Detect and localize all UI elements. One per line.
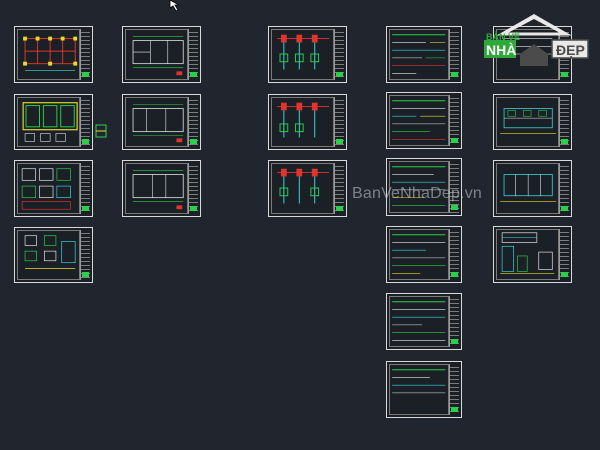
drawing-elevation-1 (500, 108, 557, 134)
sheet-column-detail-2[interactable] (268, 94, 347, 150)
drawing-reinforcement-5 (392, 301, 446, 341)
drawing-elevation-2 (500, 174, 557, 202)
sheet-reinforcement-4[interactable] (386, 226, 462, 283)
drawing-section (500, 232, 555, 274)
sheet-section[interactable] (493, 226, 572, 283)
drawing-floor-plan-2 (132, 104, 184, 143)
drawing-reinforcement-6 (392, 369, 446, 394)
sheet-elevation-2[interactable] (493, 160, 572, 217)
sheet-floor-plan-1[interactable] (122, 26, 201, 83)
sheet-column-detail-1[interactable] (268, 26, 347, 83)
drawing-structural-plan (23, 36, 78, 71)
logo-main-right: ĐẸP (556, 42, 585, 58)
drawing-floor-plan-1 (132, 36, 184, 76)
drawing-column-detail-2 (277, 102, 330, 138)
drawing-foundation-details (21, 168, 71, 210)
drawing-reinforcement-2 (392, 100, 446, 140)
logo: BẢN VẼ NHÀ ĐẸP (480, 10, 592, 66)
logo-top-text: BẢN VẼ (486, 32, 521, 42)
sheet-reinforcement-2[interactable] (386, 92, 462, 149)
sheet-reinforcement-6[interactable] (386, 361, 462, 418)
drawing-reinforcement-1 (392, 34, 446, 74)
sheet-reinforcement-3[interactable] (386, 158, 462, 216)
sheet-footing-details[interactable] (14, 227, 93, 283)
cursor-icon (169, 0, 181, 12)
house-logo-icon (484, 14, 589, 66)
sheet-structural-plan[interactable] (14, 26, 93, 83)
sheet-reinforcement-1[interactable] (386, 26, 462, 83)
drawing-reinforcement-4 (392, 234, 446, 274)
site-watermark: BanVeNhaDep.vn (352, 185, 483, 202)
drawing-reinforcement-3 (392, 166, 446, 206)
drawing-column-detail-1 (277, 34, 330, 70)
sheet-elevation-1[interactable] (493, 94, 572, 150)
drawing-column-detail-3 (277, 168, 330, 204)
sheet-floor-plan-3[interactable] (122, 160, 201, 217)
sheet-reinforcement-5[interactable] (386, 293, 462, 350)
sheet-floor-plan-2[interactable] (122, 94, 201, 150)
logo-main-left: NHÀ (486, 42, 517, 58)
drawing-foundation-plan (22, 102, 78, 142)
legend-symbol-icon (95, 124, 107, 138)
drawing-floor-plan-3 (132, 170, 184, 210)
drawing-footing-details (24, 235, 76, 269)
sheet-column-detail-3[interactable] (268, 160, 347, 217)
sheet-foundation-details[interactable] (14, 160, 93, 217)
sheet-foundation-plan[interactable] (14, 94, 93, 150)
